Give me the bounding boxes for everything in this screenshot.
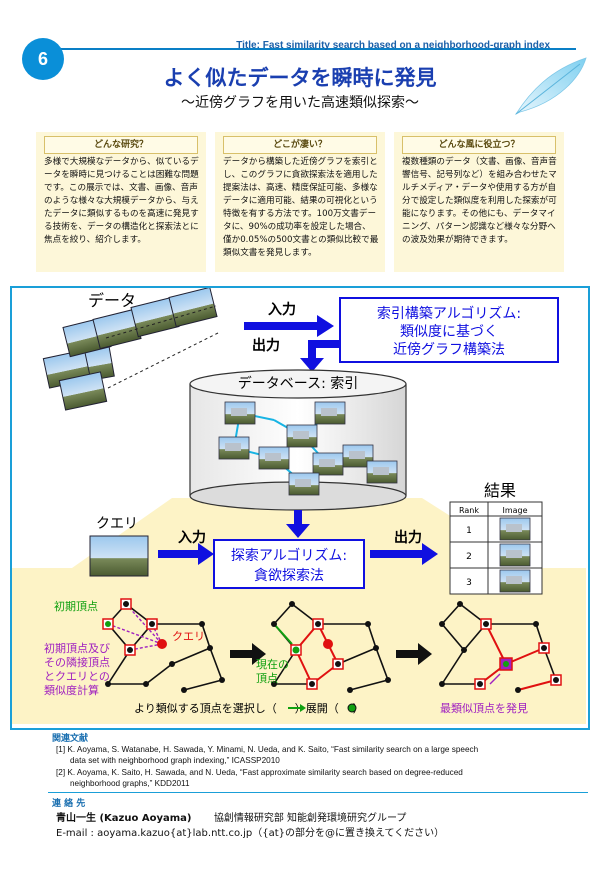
box-what-research: どんな研究？ 多様で大規模なデータから、似ているデータを瞬時に見つけることは困難…	[36, 132, 206, 272]
rank-1: 1	[466, 526, 472, 536]
ref-1-line2: data set with neighborhood graph indexin…	[70, 756, 280, 765]
input-arrow-2	[158, 543, 214, 565]
sim-calc-line1: 初期頂点及び	[44, 641, 110, 655]
step-arrow-2	[396, 643, 432, 665]
input-label-2: 入力	[178, 529, 206, 546]
box-text: 複数種類のデータ（文書、画像、音声音響信号、記号列など）を組み合わせたマルチメデ…	[402, 157, 557, 245]
box-heading: どんな風に役立つ？	[402, 136, 556, 154]
system-diagram: データ 入力 索引構築アルゴリズム: 類似度に基づく 近傍グラフ構築法 出力 デ…	[12, 288, 586, 724]
step-arrow-1	[230, 643, 266, 665]
refs-heading: 関連文献	[52, 734, 89, 744]
ref-2-line2: neighborhood graphs,” KDD2011	[70, 779, 190, 788]
rank-header: Rank	[459, 506, 479, 515]
output-arrow-2	[370, 543, 438, 565]
separator	[48, 792, 588, 793]
query-image	[89, 535, 149, 577]
output-arrow-1	[300, 340, 340, 372]
output-label-2: 出力	[394, 529, 422, 546]
box-text: 多様で大規模なデータから、似ているデータを瞬時に見つけることは困難な問題です。こ…	[44, 157, 199, 245]
contact-org: 協創情報研究部 知能創発環境研究グループ	[213, 813, 407, 824]
index-algo-line1: 索引構築アルゴリズム:	[377, 305, 521, 322]
input-label-1: 入力	[268, 301, 296, 318]
search-step1-graph	[102, 598, 225, 693]
database-label: データベース: 索引	[238, 375, 358, 392]
current-vertex-line1: 現在の	[256, 658, 289, 671]
box-text: データから構築した近傍グラフを索引とし、このグラフに貪欲探索法を適用した提案法は…	[223, 157, 379, 258]
query-vertex-label: クエリ	[172, 630, 205, 643]
email-label: E-mail :	[56, 828, 94, 839]
expand-caption-a: より類似する頂点を選択し（	[134, 701, 277, 715]
green-arrowhead-icon	[300, 704, 306, 712]
header-rule	[56, 48, 576, 50]
search-step3-graph	[439, 601, 562, 693]
exhibit-number-badge: 6	[22, 38, 64, 80]
contact-heading: 連 絡 先	[52, 799, 86, 809]
db-to-search-arrow	[286, 510, 310, 538]
image-header: Image	[502, 506, 527, 515]
page-subtitle: 〜近傍グラフを用いた高速類似探索〜	[181, 95, 419, 111]
data-label: データ	[88, 291, 136, 310]
green-dot-icon	[347, 703, 357, 713]
index-algo-line2: 類似度に基づく	[400, 323, 498, 340]
output-label-1: 出力	[252, 337, 280, 354]
input-arrow-1	[244, 315, 334, 337]
search-algo-line2: 貪欲探索法	[254, 567, 324, 584]
result-table: Rank Image 1 2 3	[449, 501, 543, 595]
email-address[interactable]: aoyama.kazuo{at}lab.ntt.co.jp	[97, 828, 253, 839]
ref-1-line1: [1] K. Aoyama, S. Watanabe, H. Sawada, Y…	[56, 745, 479, 754]
title-text: Fast similarity search based on a neighb…	[262, 40, 550, 51]
feather-icon	[514, 57, 587, 116]
page-title: よく似たデータを瞬時に発見	[163, 66, 437, 90]
expand-caption: より類似する頂点を選択し（ ）展開（ ）	[134, 701, 364, 715]
english-title: Title: Fast similarity search based on a…	[236, 40, 550, 51]
title-label: Title:	[236, 40, 260, 51]
index-algo-line3: 近傍グラフ構築法	[393, 341, 505, 358]
box-heading: どこが凄い？	[223, 136, 377, 154]
contact-line1: 青山一生 (Kazuo Aoyama) 協創情報研究部 知能創発環境研究グループ	[56, 809, 406, 824]
current-vertex-line2: 頂点	[256, 672, 278, 685]
search-step2-graph	[271, 601, 391, 693]
contact-name: 青山一生 (Kazuo Aoyama)	[56, 813, 192, 824]
rank-3: 3	[466, 578, 472, 588]
sim-calc-line2: その隣接頂点	[44, 655, 110, 669]
data-image-stack	[42, 288, 221, 411]
email-note: （{at}の部分を@に置き換えてください）	[252, 828, 445, 839]
sim-calc-line3: とクエリとの	[44, 670, 110, 683]
found-label: 最類似頂点を発見	[440, 701, 528, 715]
expand-caption-c: ）	[353, 702, 364, 715]
query-label: クエリ	[96, 516, 138, 532]
search-algo-line1: 探索アルゴリズム:	[231, 547, 347, 564]
result-label: 結果	[484, 481, 516, 500]
index-algorithm-box	[339, 297, 559, 363]
ref-2-line1: [2] K. Aoyama, K. Saito, H. Sawada, and …	[56, 768, 463, 777]
search-algorithm-box	[213, 539, 365, 589]
box-what-great: どこが凄い？ データから構築した近傍グラフを索引とし、このグラフに貪欲探索法を適…	[215, 132, 385, 272]
rank-2: 2	[466, 552, 472, 562]
contact-line2: E-mail : aoyama.kazuo{at}lab.ntt.co.jp（{…	[56, 824, 444, 839]
box-heading: どんな研究？	[44, 136, 198, 154]
expand-caption-b: ）展開（	[295, 702, 339, 715]
initial-vertex-label: 初期頂点	[54, 599, 98, 613]
sim-calc-line4: 類似度計算	[44, 683, 99, 697]
box-how-useful: どんな風に役立つ？ 複数種類のデータ（文書、画像、音声音響信号、記号列など）を組…	[394, 132, 564, 272]
